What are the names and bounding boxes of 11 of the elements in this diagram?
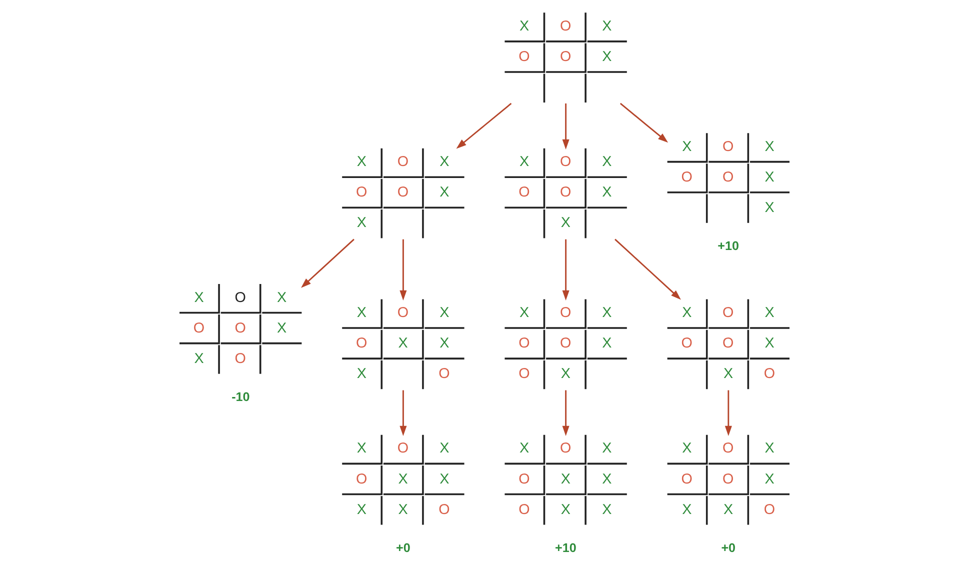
node-text: X O X O O X X O -10 — [192, 290, 286, 404]
node-text: X O X O O X X — [518, 154, 612, 232]
node-text: X O X O X X X X O +0 — [356, 440, 450, 555]
node-text: X O X O O X X O — [680, 305, 775, 382]
node-text: X O X O O X O X — [518, 305, 612, 382]
node-text: X O X O O X X +10 — [680, 138, 774, 254]
node-text: X O X O X X O X X +10 — [518, 440, 612, 555]
node-text: X O X O O X X X O +0 — [680, 440, 775, 555]
node-text: X O X O O X X — [356, 154, 449, 232]
node-text: X O X O O X — [518, 18, 612, 66]
node-text: X O X O X X X O — [356, 305, 450, 382]
